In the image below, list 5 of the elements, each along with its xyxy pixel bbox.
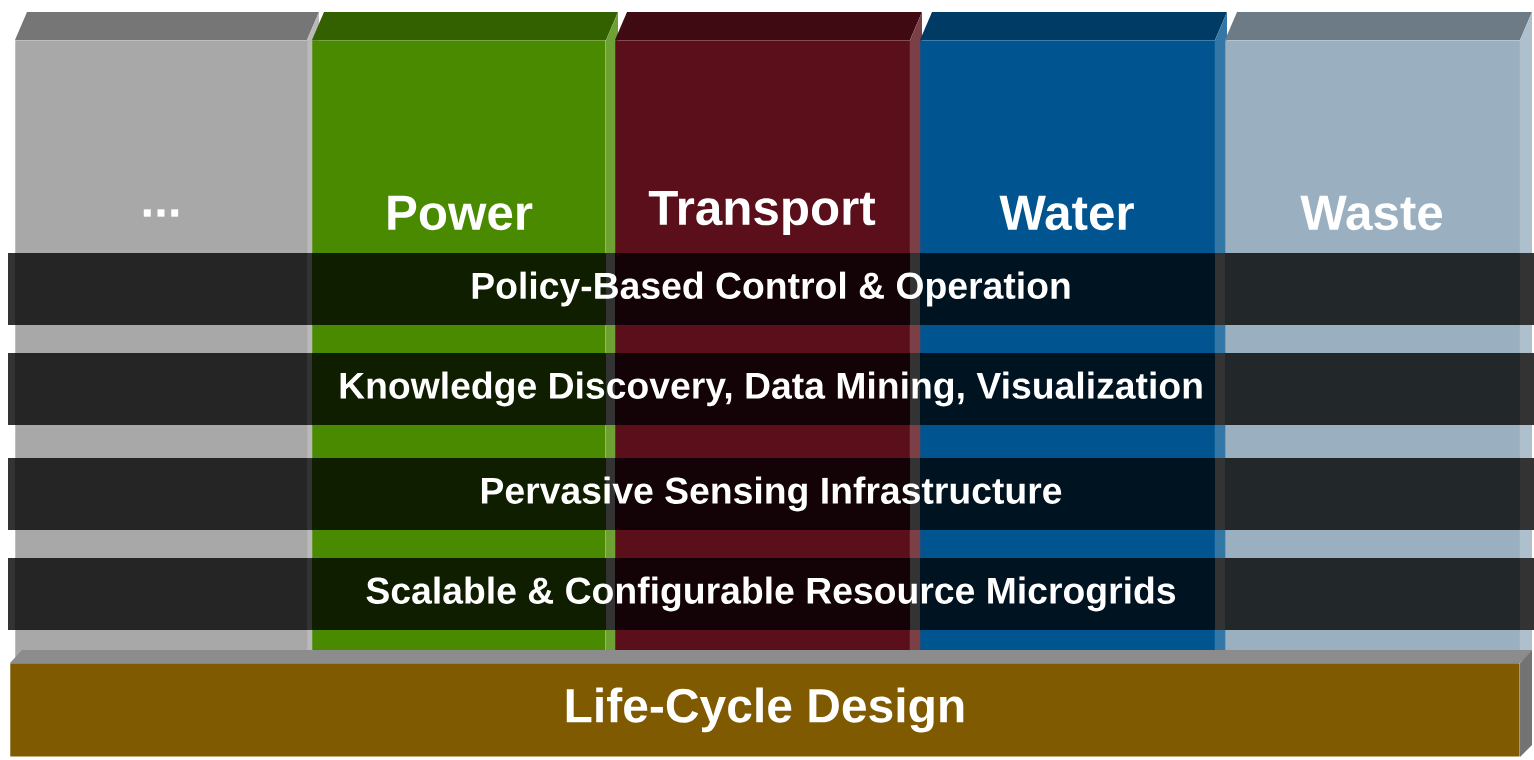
layer-band: Knowledge Discovery, Data Mining, Visualization [8,353,1534,425]
layer-band: Pervasive Sensing Infrastructure [8,458,1534,530]
layer-band: Scalable & Configurable Resource Microgrids [8,558,1534,630]
layer-band: Policy-Based Control & Operation [8,253,1534,325]
foundation-bar: Life-Cycle Design [10,650,1532,757]
